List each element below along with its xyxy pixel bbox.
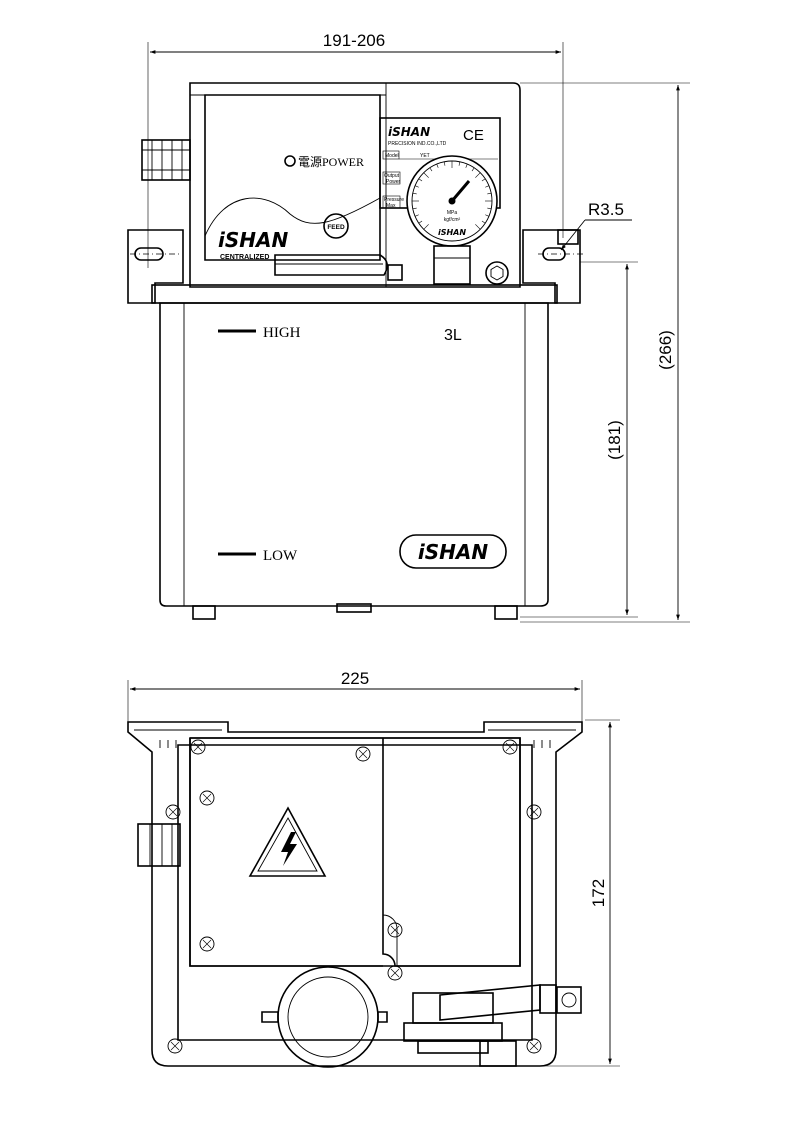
ce-mark: CE bbox=[463, 127, 484, 144]
level-high-label: HIGH bbox=[263, 325, 301, 341]
gauge-tick bbox=[485, 214, 490, 217]
cable-gland bbox=[141, 139, 191, 181]
level-low-label: LOW bbox=[263, 548, 298, 564]
gauge-tick bbox=[436, 163, 439, 168]
filler-neck bbox=[261, 966, 388, 1068]
screw-icon bbox=[355, 746, 371, 762]
gauge-brand: iSHAN bbox=[438, 228, 466, 237]
gauge-unit-bottom: kgf/cm² bbox=[444, 217, 461, 223]
nameplate-output-sub: Power bbox=[386, 179, 401, 185]
pump-block bbox=[403, 984, 582, 1067]
screw-icon bbox=[502, 739, 518, 755]
dimension-total-height: (266) bbox=[520, 82, 690, 623]
nameplate-pressure-sub: Max bbox=[386, 203, 396, 209]
gauge-tick bbox=[485, 185, 490, 188]
gauge-tick bbox=[414, 214, 419, 217]
gauge-tick bbox=[487, 207, 492, 210]
gauge-tick bbox=[418, 178, 423, 182]
base-inner-wall bbox=[177, 744, 533, 1041]
screw-icon bbox=[526, 804, 542, 820]
gauge-tick bbox=[481, 178, 486, 182]
hex-nut bbox=[485, 261, 509, 285]
gauge-tick bbox=[414, 185, 419, 188]
dimension-label-tank-height: (181) bbox=[605, 420, 624, 460]
gauge-tick bbox=[475, 224, 481, 230]
screw-icon bbox=[199, 936, 215, 952]
feed-button[interactable] bbox=[323, 213, 349, 239]
pressure-gauge: MPa kgf/cm² iSHAN bbox=[406, 155, 498, 285]
nameplate-brand: iSHAN bbox=[388, 125, 430, 139]
base-plate-outline bbox=[127, 721, 583, 1067]
housing-brand-logo: iSHAN bbox=[218, 228, 288, 252]
nameplate-model-value: YET bbox=[420, 153, 430, 159]
gauge-tick bbox=[487, 192, 492, 195]
screw-group bbox=[165, 739, 542, 1054]
nameplate-company: PRECISION IND.CO.,LTD bbox=[388, 141, 447, 147]
gauge-tick bbox=[423, 172, 429, 178]
dimension-label-plan-depth: 172 bbox=[589, 879, 608, 907]
gauge-tick bbox=[412, 207, 417, 210]
radius-label: R3.5 bbox=[588, 200, 624, 219]
screw-icon bbox=[167, 1038, 183, 1054]
front-view: 191-206 (266) (181) R3.5 電源POWER bbox=[127, 31, 690, 623]
feed-label: FEED bbox=[327, 224, 345, 231]
nameplate-pressure-label: Pressure bbox=[384, 197, 404, 203]
gauge-tick bbox=[458, 161, 461, 166]
dimension-label-total-height: (266) bbox=[656, 330, 675, 370]
gauge-tick bbox=[481, 220, 486, 224]
oil-tank bbox=[159, 302, 549, 607]
gauge-tick bbox=[475, 172, 481, 178]
screw-icon bbox=[165, 804, 181, 820]
gauge-tick bbox=[443, 161, 446, 166]
bracket-right bbox=[522, 229, 581, 304]
radius-callout: R3.5 bbox=[560, 200, 632, 251]
capacity-label: 3L bbox=[444, 327, 462, 344]
gauge-tick bbox=[423, 224, 429, 230]
tank-logo-frame bbox=[399, 534, 507, 569]
outlet-nut bbox=[556, 986, 582, 1014]
tank-foot-right bbox=[494, 605, 518, 620]
gauge-tick bbox=[465, 163, 468, 168]
gauge-unit-top: MPa bbox=[447, 210, 458, 216]
screw-icon bbox=[526, 1038, 542, 1054]
dimension-plan-width: 225 bbox=[127, 669, 583, 722]
gauge-tick bbox=[418, 220, 423, 224]
nameplate-output-label: Output bbox=[384, 173, 400, 179]
power-label: 電源POWER bbox=[298, 155, 364, 169]
screw-icon bbox=[199, 790, 215, 806]
dimension-label-plan-width: 225 bbox=[341, 669, 369, 688]
cable-gland-plan bbox=[137, 823, 181, 867]
bracket-left bbox=[127, 229, 184, 304]
tank-brand-logo: iSHAN bbox=[418, 540, 488, 564]
housing-brand-sub: CENTRALIZED bbox=[220, 254, 269, 261]
screw-icon bbox=[190, 739, 206, 755]
tank-foot-center bbox=[336, 603, 372, 613]
dimension-label-front-width: 191-206 bbox=[323, 31, 385, 50]
dimension-tank-height: (181) bbox=[520, 261, 638, 618]
gauge-tick bbox=[429, 167, 433, 172]
dimension-plan-depth: 172 bbox=[520, 719, 620, 1067]
gauge-tick bbox=[412, 192, 417, 195]
gauge-tick bbox=[471, 167, 475, 172]
nameplate-model-label: Model bbox=[385, 153, 399, 159]
screw-icon bbox=[387, 965, 403, 981]
screw-icon bbox=[387, 922, 403, 938]
tank-foot-left bbox=[192, 605, 216, 620]
high-voltage-warning-icon bbox=[248, 806, 327, 877]
power-led-icon bbox=[284, 155, 296, 167]
filler-cap bbox=[274, 254, 388, 276]
electrical-cover bbox=[189, 737, 521, 967]
plan-view: 225 172 bbox=[127, 669, 620, 1068]
pump-housing bbox=[189, 82, 521, 288]
